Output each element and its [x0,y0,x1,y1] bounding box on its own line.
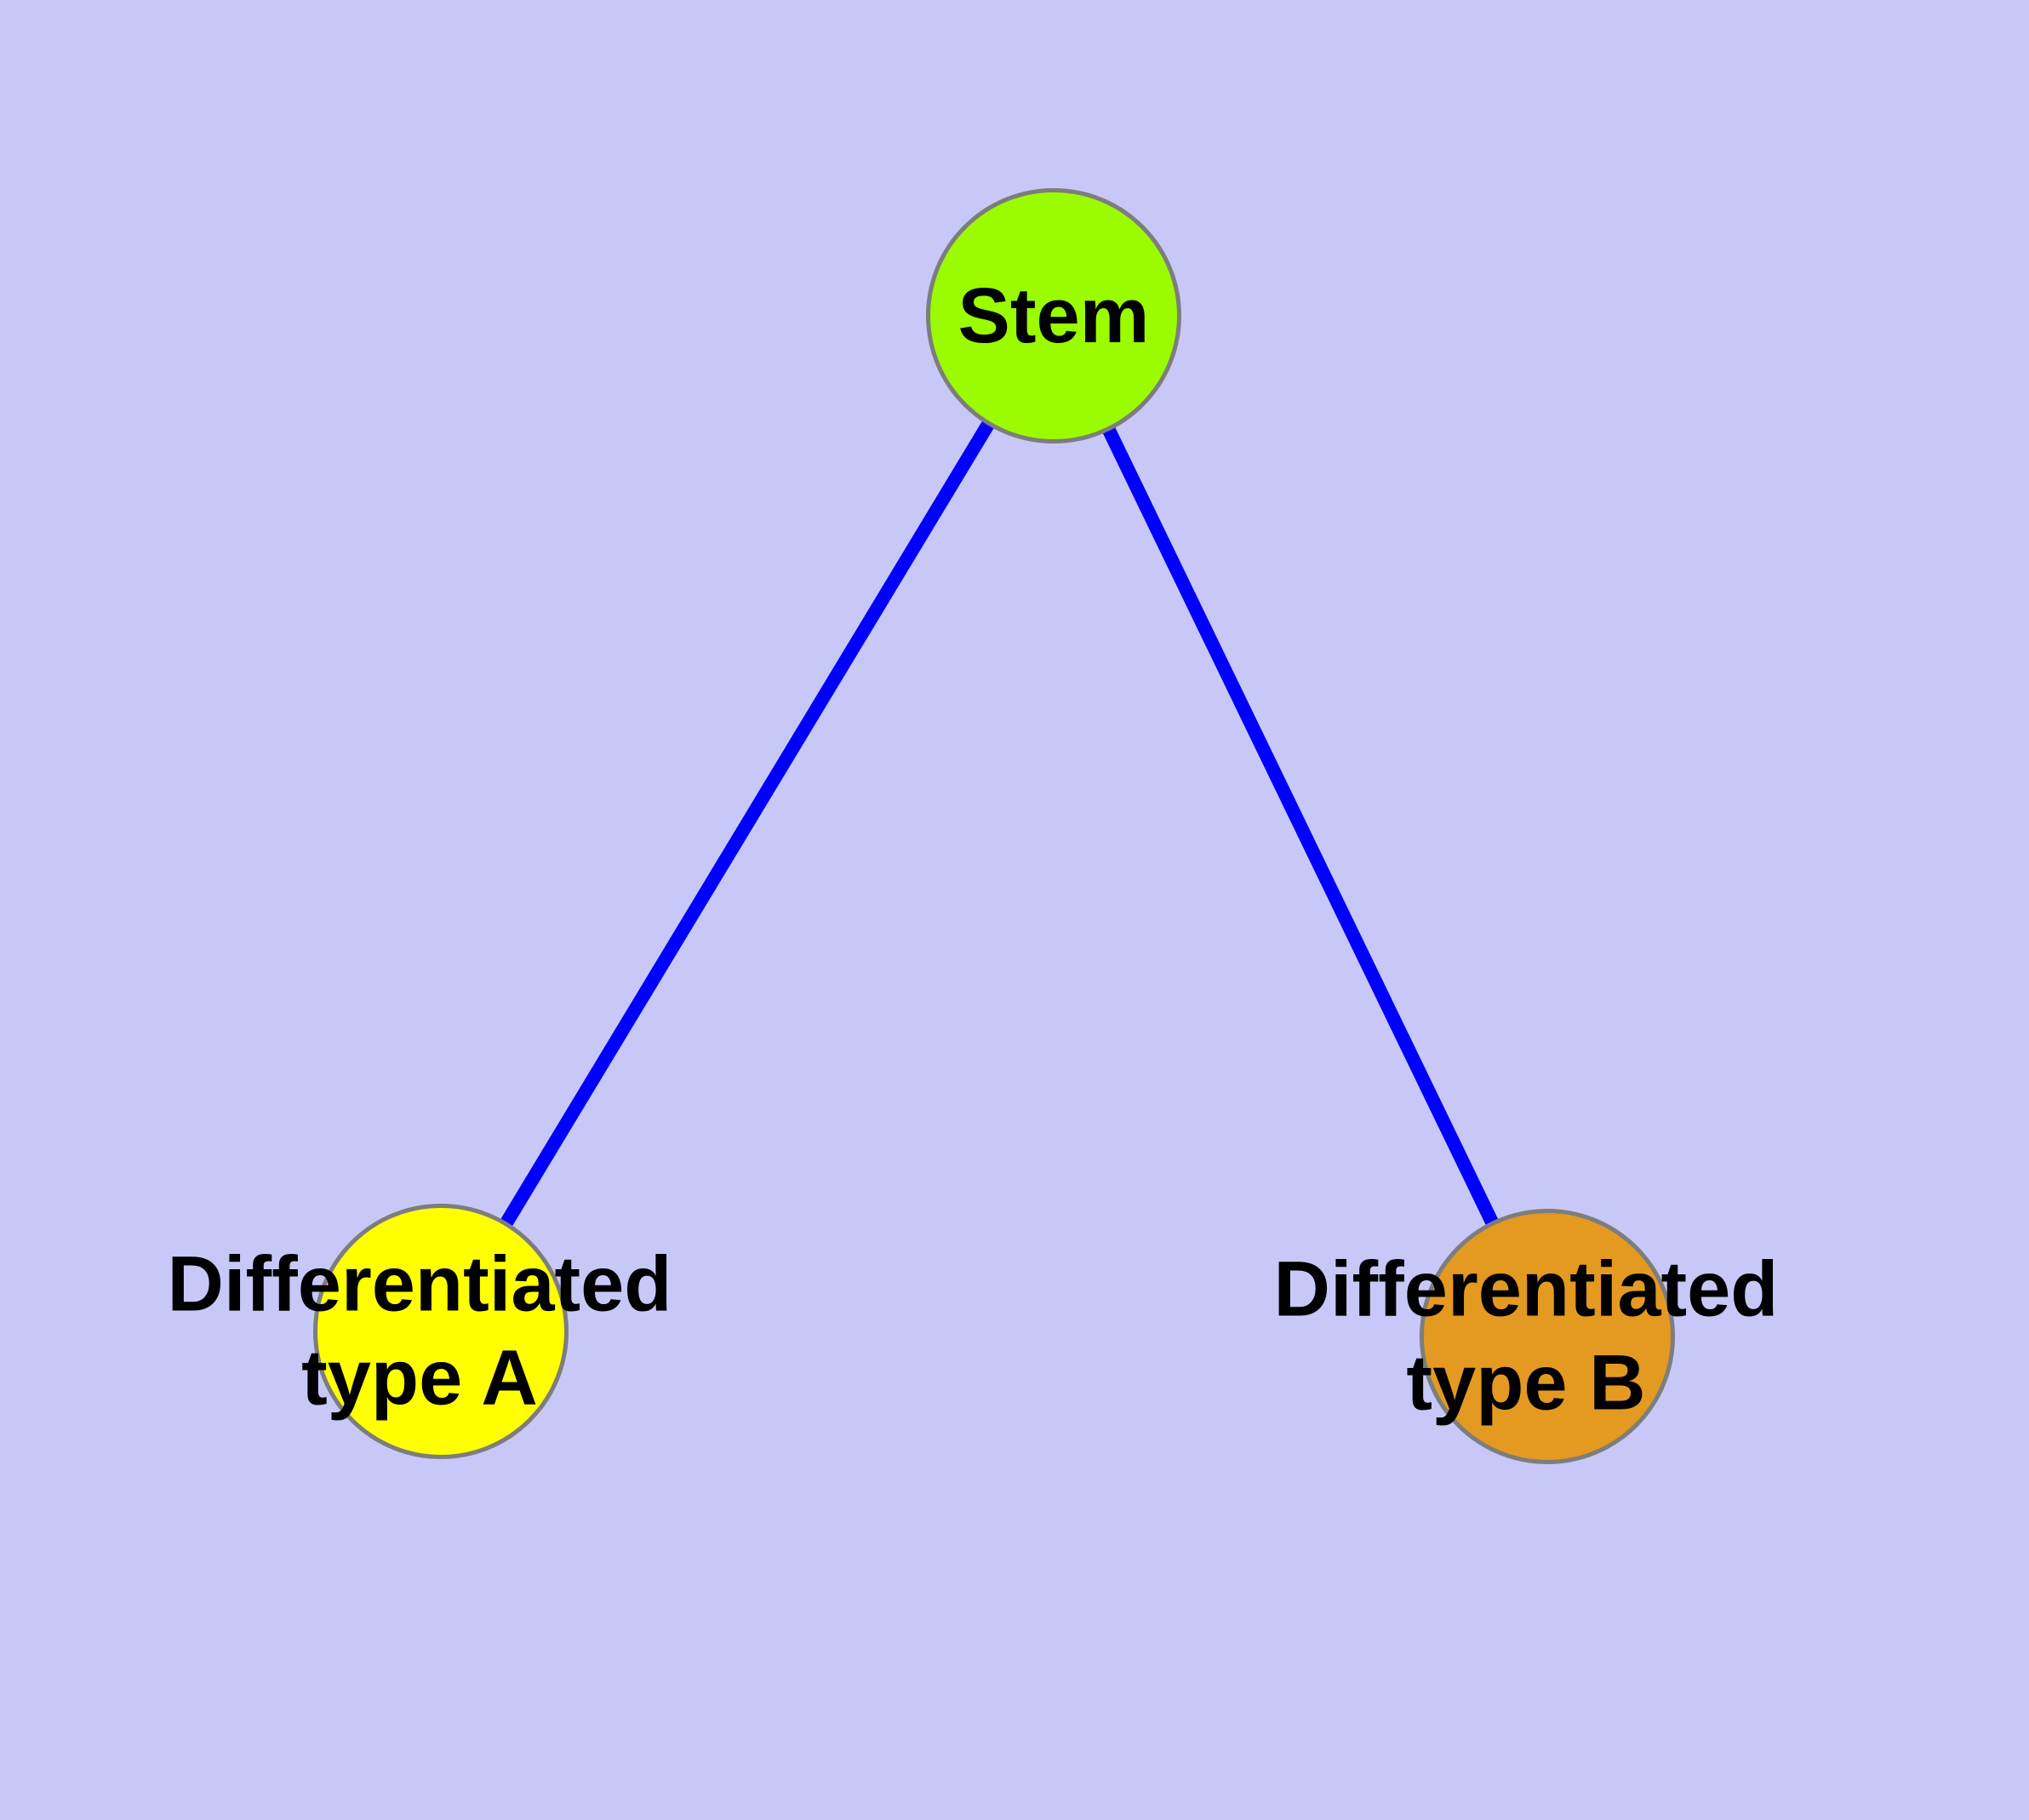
node-differentiated-type-a-label: Differentiated type A [167,1240,672,1422]
node-differentiated-type-b-label: Differentiated type B [1273,1245,1779,1427]
edge-stem-to-type-b [1047,312,1554,1340]
node-differentiated-type-b: Differentiated type B [1274,1209,1778,1464]
node-differentiated-type-a: Differentiated type A [168,1204,672,1459]
node-stem-label: Stem [957,272,1150,359]
edge-stem-to-type-a [435,312,1060,1336]
node-stem: Stem [926,188,1181,444]
